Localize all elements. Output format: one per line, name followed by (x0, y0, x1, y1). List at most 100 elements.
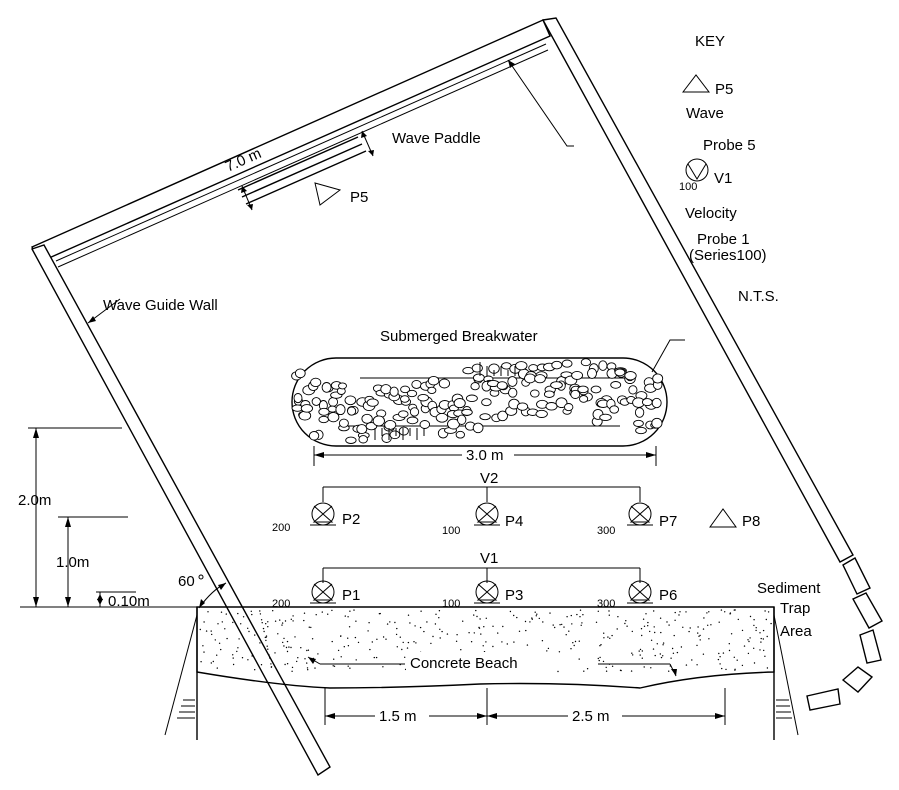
beach-dot (570, 648, 572, 650)
beach-dot (524, 620, 527, 623)
rubble-stone (524, 373, 536, 384)
submerged-breakwater (291, 339, 685, 447)
v2-label: V2 (480, 470, 498, 487)
beach-dot (286, 663, 289, 665)
beach-dot (641, 650, 643, 652)
beach-dot (662, 642, 665, 644)
beach-dot (760, 637, 762, 640)
beach-dot (225, 613, 227, 615)
rubble-stone (318, 415, 329, 424)
beach-dot (611, 665, 614, 667)
beach-dot (549, 612, 551, 614)
beach-dot (371, 641, 373, 643)
beach-dot (509, 610, 512, 613)
rubble-stone (641, 398, 653, 407)
beach-dot (439, 637, 441, 639)
beach-dot (291, 670, 293, 672)
beach-dot (720, 609, 723, 611)
probe-p6: 300 P6 (597, 580, 677, 610)
beach-dot (430, 642, 432, 645)
probe-row-1: 200 P1 100 P3 300 P6 (272, 580, 677, 610)
beach-dot (501, 641, 503, 643)
beach-dot (321, 611, 323, 613)
rubble-stone (400, 395, 410, 403)
beach-dot (205, 630, 208, 632)
beach-dot (203, 621, 205, 623)
beach-dot (483, 626, 485, 628)
beach-dot (599, 645, 601, 647)
rubble-stone (470, 382, 480, 391)
probe-series: 300 (597, 525, 615, 537)
beach-dot (304, 658, 306, 660)
beach-dot (232, 621, 234, 624)
beach-dot (576, 613, 578, 616)
rubble-stone (651, 397, 662, 409)
beach-dot (650, 639, 653, 641)
rubble-stone (590, 385, 602, 394)
beach-dot (559, 624, 561, 626)
beach-dot (259, 613, 262, 615)
dim-010m-label: 0.10m (108, 593, 150, 610)
rubble-stone (435, 412, 449, 423)
beach-dot (737, 618, 739, 621)
rubble-stone (361, 413, 373, 424)
beach-dot (212, 660, 214, 663)
beach-dot (597, 657, 599, 660)
beach-dot (435, 613, 437, 615)
rubble-stone (571, 370, 584, 380)
beach-dot (766, 635, 768, 638)
rubble-stone (579, 395, 589, 403)
beach-dot (286, 640, 289, 643)
beach-dot (568, 630, 570, 632)
wave-probe-icon (314, 182, 342, 206)
beach-dot (279, 619, 281, 621)
key-velocity-probe-icon (685, 158, 709, 182)
beach-dot (242, 616, 245, 618)
rubble-stone (293, 393, 303, 404)
beach-dot (753, 647, 755, 649)
probe-id: P2 (342, 511, 360, 528)
beach-dot (625, 620, 627, 622)
beach-dot (666, 621, 668, 623)
beach-dot (710, 624, 712, 626)
beach-dot (331, 640, 333, 643)
beach-dot (379, 612, 381, 615)
probe-p1: 200 P1 (272, 580, 360, 610)
beach-dot (578, 640, 580, 642)
rubble-stone (652, 373, 664, 384)
rubble-stone (372, 415, 385, 427)
beach-dot (207, 611, 209, 613)
beach-dot (306, 662, 308, 664)
beach-dot (659, 617, 662, 619)
beach-dot (290, 618, 292, 620)
beach-dot (199, 628, 201, 631)
beach-dot (282, 641, 284, 644)
probe-p3: 100 P3 (442, 580, 523, 610)
beach-dot (423, 630, 425, 633)
beach-dot (702, 628, 705, 630)
beach-dot (597, 610, 599, 612)
beach-dot (759, 649, 761, 651)
rubble-stone (496, 381, 508, 390)
beach-dot (376, 638, 378, 640)
beach-dot (216, 667, 218, 669)
beach-dot (210, 630, 212, 632)
beach-dot (534, 611, 536, 613)
beach-dot (741, 664, 744, 667)
beach-dot (580, 624, 582, 626)
beach-dot (283, 637, 285, 640)
beach-dot (216, 654, 218, 656)
beach-dot (497, 632, 499, 634)
sediment-line3: Area (780, 623, 812, 640)
beach-dot (696, 664, 698, 666)
beach-dot (764, 610, 766, 612)
probe-id: P7 (659, 513, 677, 530)
beach-dot (349, 667, 351, 669)
rubble-stone (614, 368, 626, 377)
beach-dot (232, 663, 235, 666)
beach-dot (307, 669, 309, 671)
beach-dot (641, 657, 643, 659)
rubble-stone (550, 381, 563, 389)
rubble-stone (508, 387, 518, 398)
beach-dot (603, 637, 605, 639)
